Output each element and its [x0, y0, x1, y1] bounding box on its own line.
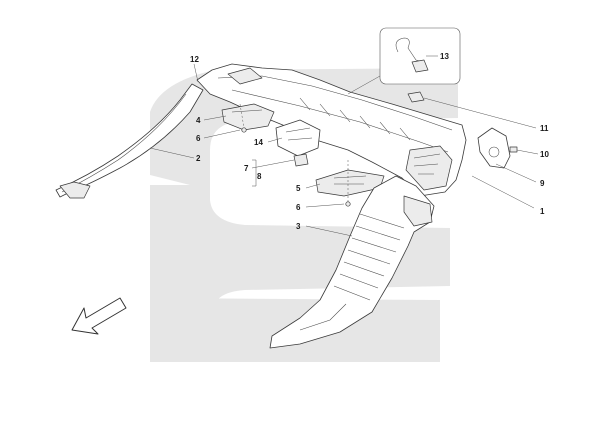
- callout-8: 8: [257, 172, 262, 181]
- headliner-frame: [196, 63, 467, 197]
- seat-belt-guide: [477, 127, 511, 169]
- callout-10: 10: [540, 150, 549, 159]
- fixing-screw: [509, 146, 518, 153]
- callout-1: 1: [540, 207, 545, 216]
- callout-4: 4: [196, 116, 201, 125]
- callout-13: 13: [440, 52, 449, 61]
- assembly-lines: [239, 103, 349, 204]
- retaining-clip: [407, 91, 425, 103]
- callout-9: 9: [540, 179, 545, 188]
- leader-lines: [149, 55, 539, 237]
- callout-6-lower: 6: [296, 203, 301, 212]
- callout-2: 2: [196, 154, 201, 163]
- callout-11: 11: [540, 124, 549, 133]
- b-pillar-trim: [269, 175, 435, 349]
- sun-visor: [221, 103, 275, 131]
- a-pillar-trim: [55, 83, 204, 199]
- callout-labels: 1 2 3 4 5 6 6 7 8 9 10 11 12 13 14: [190, 52, 549, 231]
- callout-7: 7: [244, 164, 249, 173]
- callout-14: 14: [254, 138, 263, 147]
- callout-12: 12: [190, 55, 199, 64]
- callout-3: 3: [296, 222, 301, 231]
- callout-6-upper: 6: [196, 134, 201, 143]
- interior-light: [275, 119, 321, 157]
- callout-5: 5: [296, 184, 301, 193]
- wiring-inset: [379, 27, 461, 85]
- trim-clip: [293, 153, 309, 167]
- direction-arrow-icon: [71, 297, 127, 335]
